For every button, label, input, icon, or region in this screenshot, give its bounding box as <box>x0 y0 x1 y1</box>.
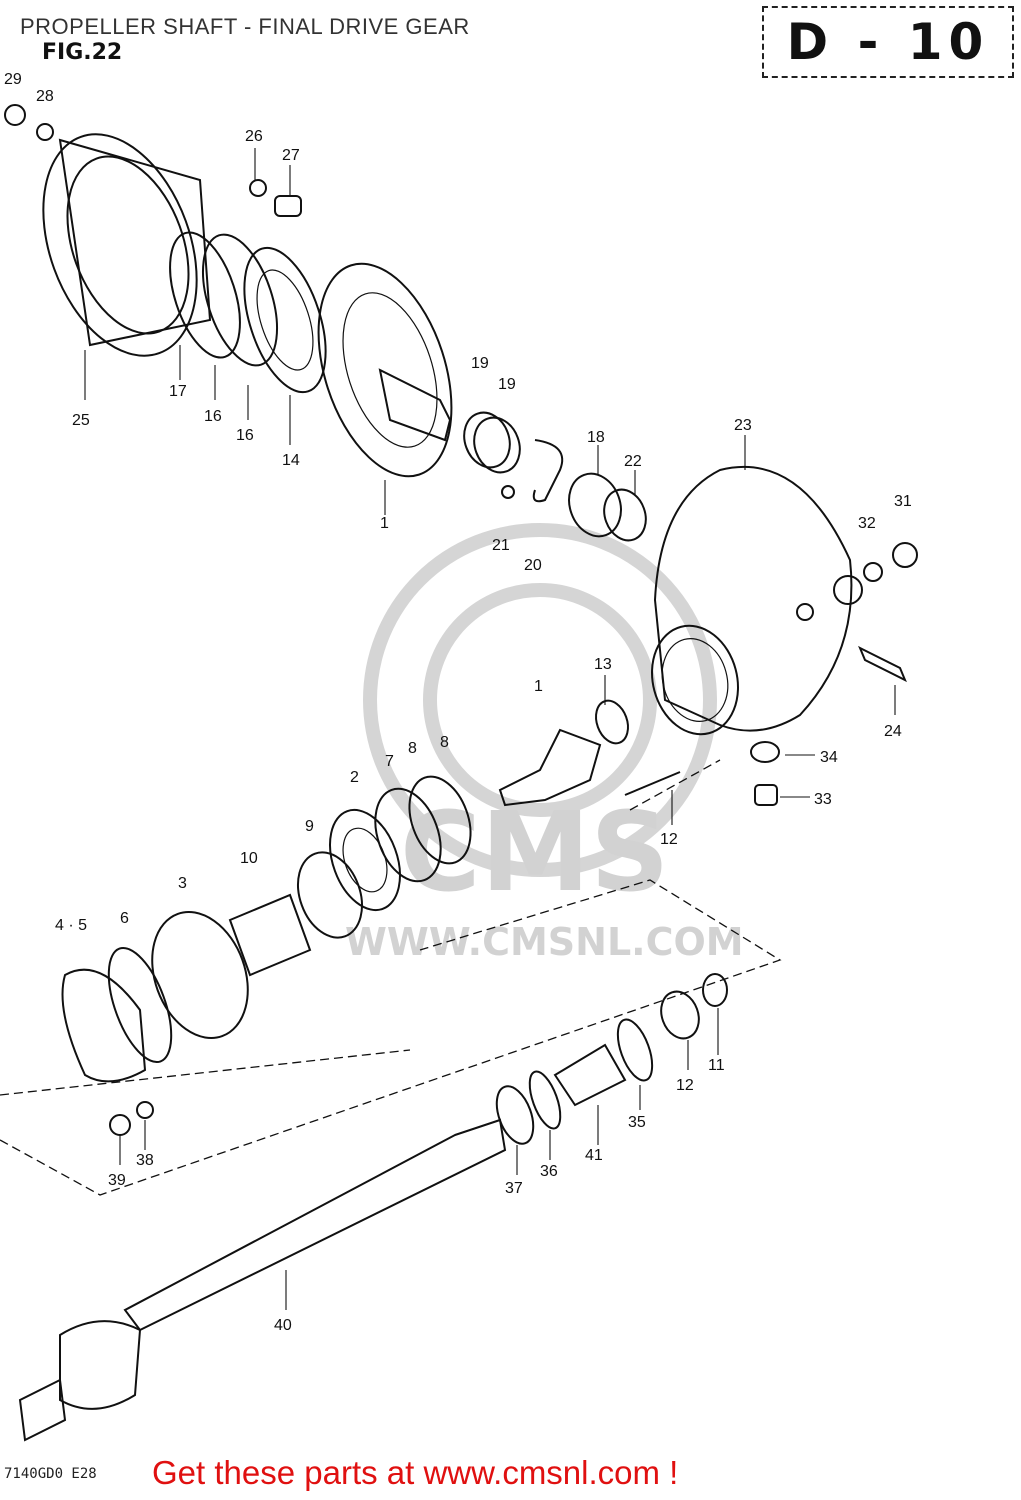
part-label: 24 <box>884 723 902 740</box>
part-label: 35 <box>628 1114 646 1131</box>
part-label: 1 <box>380 515 389 532</box>
part-label: 36 <box>540 1163 558 1180</box>
part-label: 18 <box>587 429 605 446</box>
part-label: 11 <box>708 1057 725 1074</box>
part-label: 1 <box>534 678 543 695</box>
bearing-rings <box>169 231 327 394</box>
part-label: 40 <box>274 1317 292 1334</box>
watermark-brand: CMS <box>400 788 669 916</box>
shaft-joint-components <box>495 973 728 1145</box>
part-label: 9 <box>305 818 314 835</box>
part-40-propeller-shaft <box>18 1118 507 1442</box>
part-label: 16 <box>236 427 254 444</box>
part-label: 8 <box>408 740 417 757</box>
part-label: 7 <box>385 753 394 770</box>
part-label: 27 <box>282 147 300 164</box>
section-code-box: D - 10 <box>762 6 1014 78</box>
part-label: 19 <box>471 355 489 372</box>
promo-link[interactable]: Get these parts at www.cmsnl.com ! <box>152 1454 679 1491</box>
part-label: 31 <box>894 493 912 510</box>
cmsnl-watermark: CMS WWW.CMSNL.COM <box>345 523 744 964</box>
part-label: 28 <box>36 88 54 105</box>
part-label: 6 <box>120 910 129 927</box>
part-label: 19 <box>498 376 516 393</box>
part-label: 3 <box>178 875 187 892</box>
part-23-final-drive-case <box>651 465 863 736</box>
part-label: 37 <box>505 1180 523 1197</box>
part-label: 8 <box>440 734 449 751</box>
part-label: 38 <box>136 1152 154 1169</box>
figure-label: FIG.22 <box>42 40 123 65</box>
part-label: 41 <box>585 1147 603 1164</box>
part-label: 34 <box>820 749 838 766</box>
part-labels: 29 28 26 27 25 17 16 16 14 1 19 19 18 22… <box>4 71 912 1334</box>
part-label: 33 <box>814 791 832 808</box>
part-25-cover <box>42 133 212 357</box>
page-title: PROPELLER SHAFT - FINAL DRIVE GEAR <box>20 14 470 39</box>
bearing-housing-and-gasket <box>61 911 249 1136</box>
part-label: 12 <box>676 1077 694 1094</box>
part-label: 14 <box>282 452 300 469</box>
bearings-and-spacers <box>228 775 472 977</box>
shims-and-bearing-18 <box>463 411 647 542</box>
assembly-boundary-lines <box>0 759 782 1196</box>
part-label: 4 · 5 <box>55 917 87 934</box>
watermark-url: WWW.CMSNL.COM <box>345 920 744 964</box>
fasteners <box>4 104 918 806</box>
part-label: 26 <box>245 128 263 145</box>
part-label: 32 <box>858 515 876 532</box>
part-label: 25 <box>72 412 90 429</box>
part-label: 2 <box>350 769 359 786</box>
part-label: 12 <box>660 831 678 848</box>
leader-lines <box>84 148 896 1310</box>
drawing-code: 7140GD0 E28 <box>4 1466 97 1482</box>
part-label: 22 <box>624 453 642 470</box>
part-label: 16 <box>204 408 222 425</box>
part-label: 20 <box>524 557 542 574</box>
part-1-ring-gear <box>317 262 453 478</box>
part-label: 13 <box>594 656 612 673</box>
part-label: 21 <box>492 537 510 554</box>
part-label: 17 <box>169 383 187 400</box>
part-label: 10 <box>240 850 258 867</box>
part-label: 39 <box>108 1172 126 1189</box>
part-label: 29 <box>4 71 22 88</box>
part-label: 23 <box>734 417 752 434</box>
